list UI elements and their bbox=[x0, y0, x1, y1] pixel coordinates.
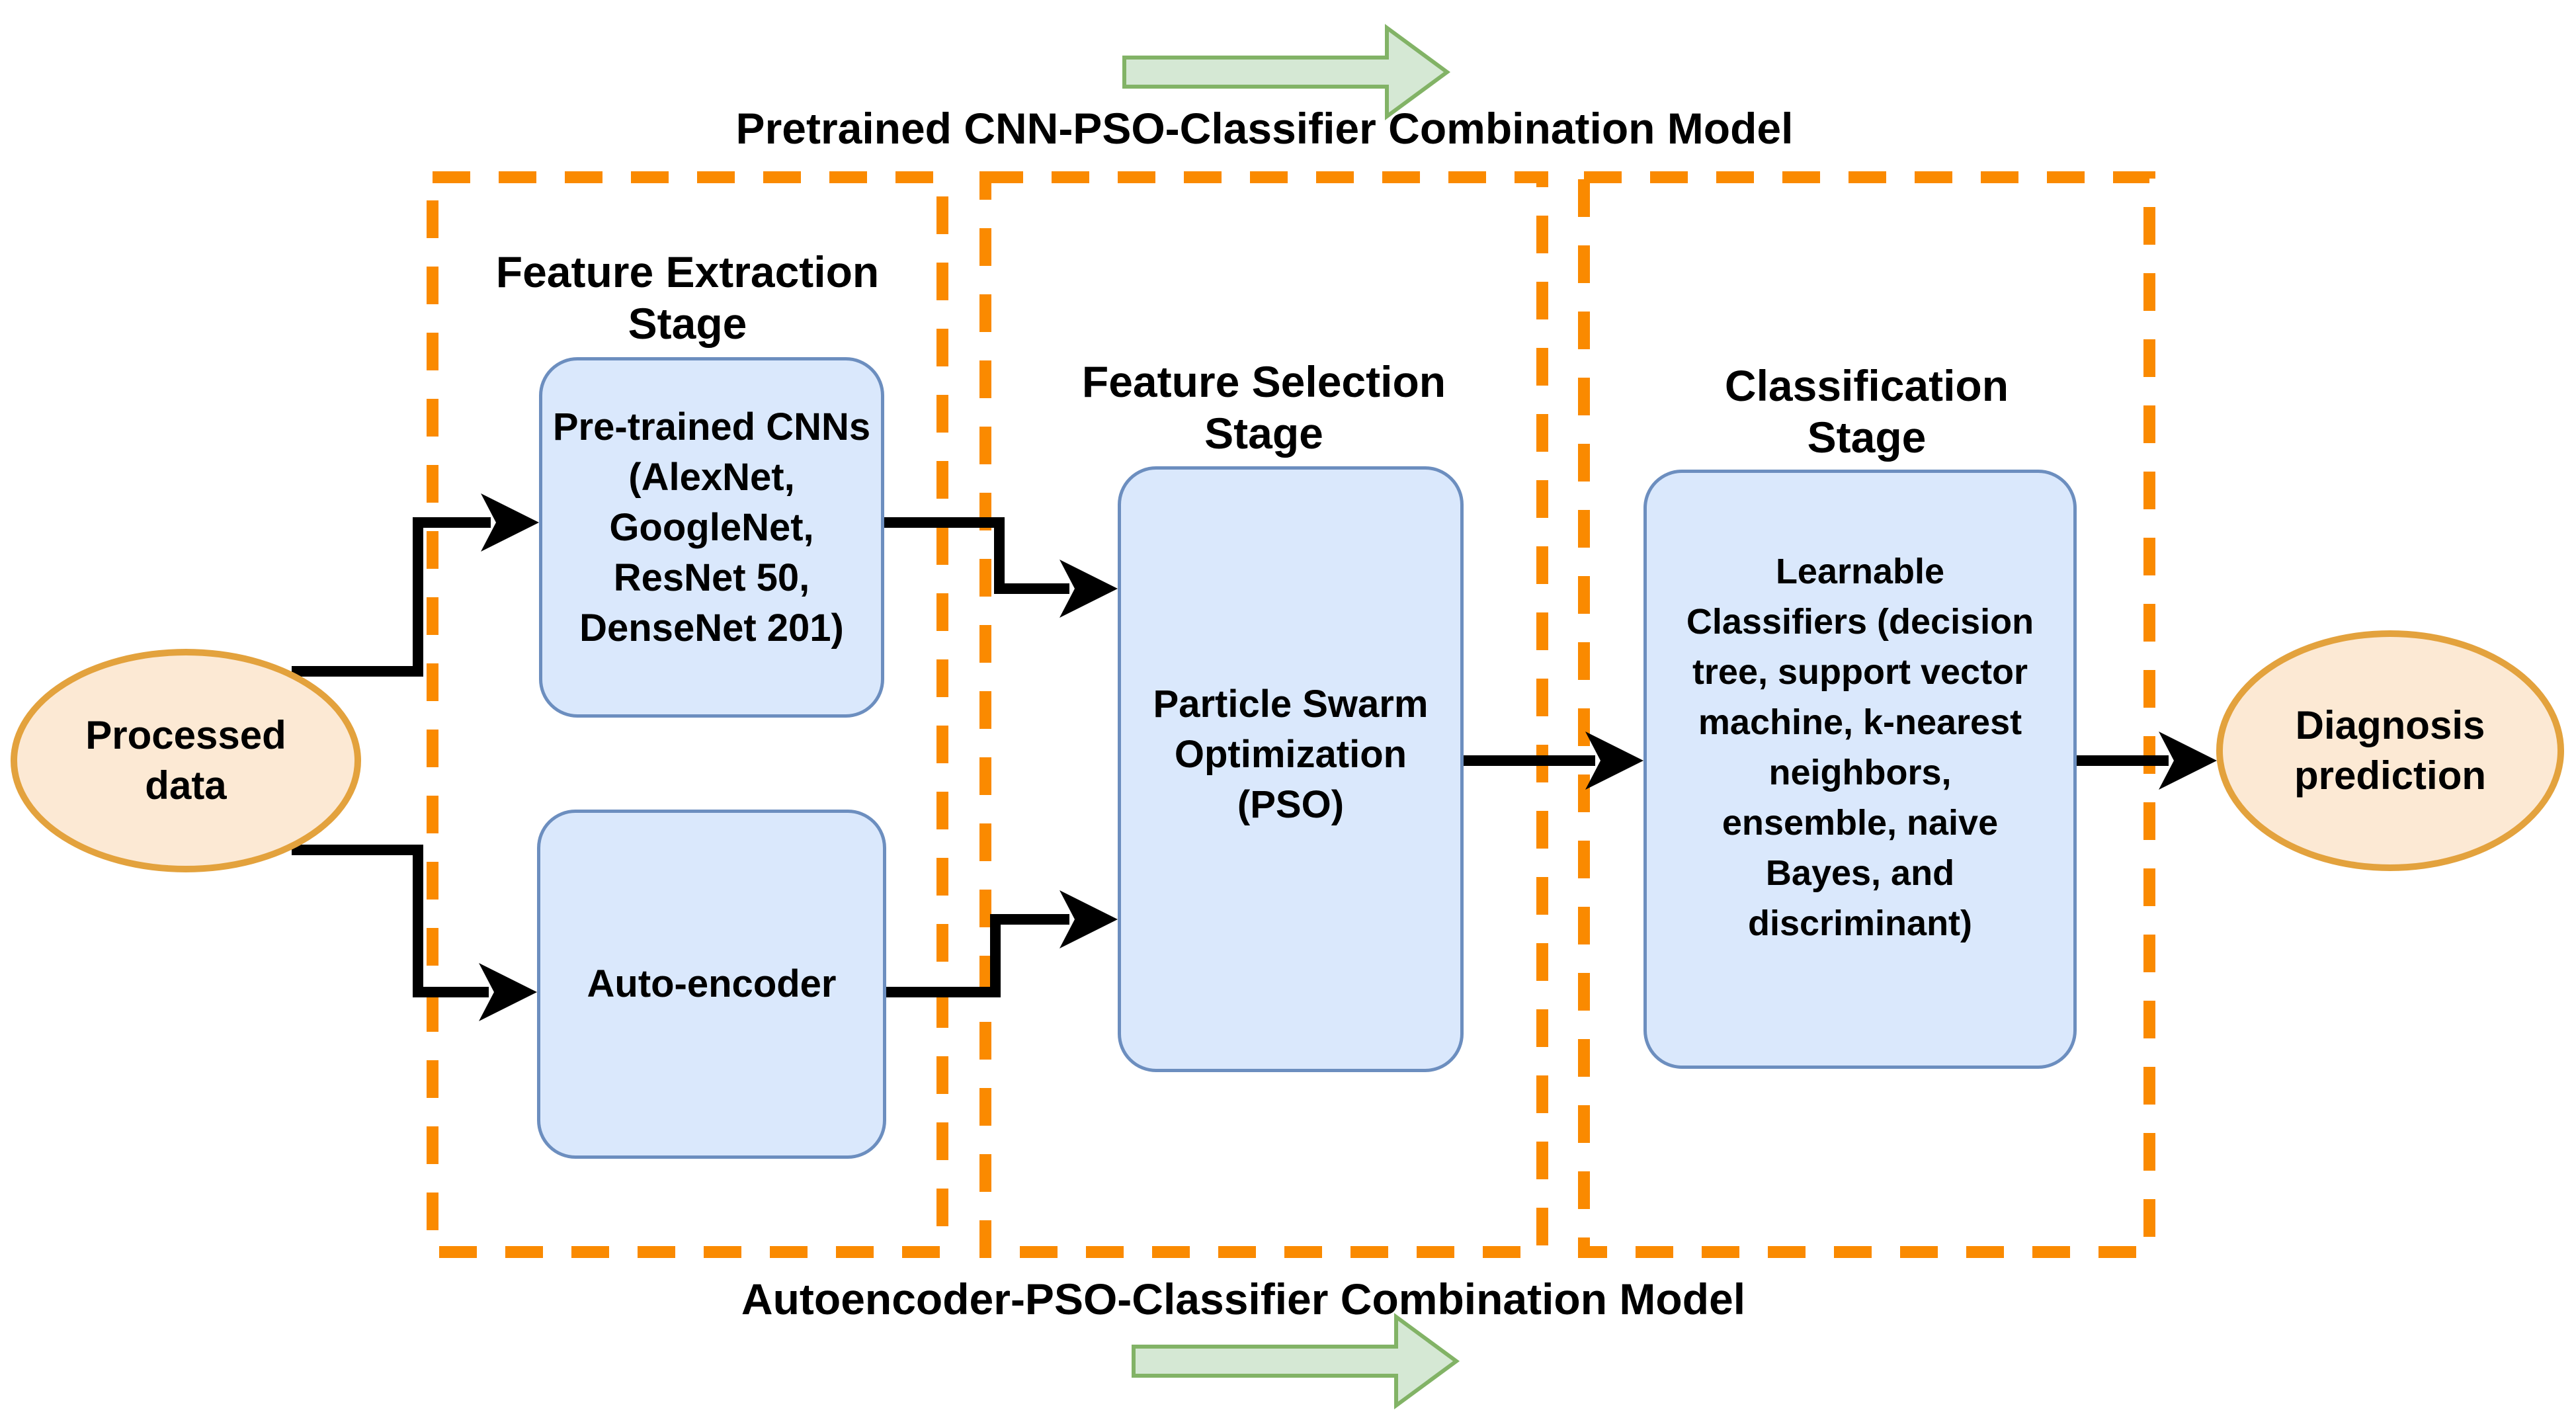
stage-title-feature-selection: Feature Selection Stage bbox=[1081, 357, 1446, 458]
diagnosis-prediction-ellipse: Diagnosis prediction bbox=[2216, 630, 2564, 871]
flow-direction-top-arrow-icon bbox=[1122, 24, 1451, 120]
top-model-title: Pretrained CNN-PSO-Classifier Combinatio… bbox=[735, 104, 1794, 153]
arrowhead-processed-to-autoencoder-icon bbox=[479, 963, 537, 1021]
arrowhead-processed-to-cnn-icon bbox=[481, 493, 539, 552]
processed-data-ellipse: Processed data bbox=[11, 649, 361, 872]
bottom-model-title: Autoencoder-PSO-Classifier Combination M… bbox=[741, 1275, 1746, 1323]
connector-autoencoder-to-pso bbox=[886, 914, 1069, 997]
stage-title-classification: Classification Stage bbox=[1724, 361, 2009, 462]
arrowhead-pso-to-classifiers-icon bbox=[1585, 732, 1643, 790]
connector-processed-to-autoencoder bbox=[292, 845, 489, 997]
learnable-classifiers-node: Learnable Classifiers (decision tree, su… bbox=[1643, 470, 2077, 1069]
stage-border-feature-selection bbox=[979, 171, 1548, 1258]
arrowhead-cnn-to-pso-icon bbox=[1059, 560, 1118, 618]
arrowhead-autoencoder-to-pso-icon bbox=[1059, 890, 1118, 948]
connector-processed-to-cnn bbox=[292, 517, 491, 677]
auto-encoder-node: Auto-encoder bbox=[537, 810, 886, 1159]
pso-node: Particle Swarm Optimization (PSO) bbox=[1118, 466, 1464, 1072]
arrowhead-classifiers-to-diagnosis-icon bbox=[2159, 732, 2217, 790]
stage-title-feature-extraction: Feature Extraction Stage bbox=[495, 247, 880, 348]
stage-border-classification bbox=[1578, 171, 2155, 1258]
pretrained-cnns-node: Pre-trained CNNs (AlexNet, GoogleNet, Re… bbox=[539, 357, 884, 718]
connector-cnn-to-pso bbox=[884, 517, 1069, 594]
flow-direction-bottom-arrow-icon bbox=[1132, 1313, 1460, 1409]
